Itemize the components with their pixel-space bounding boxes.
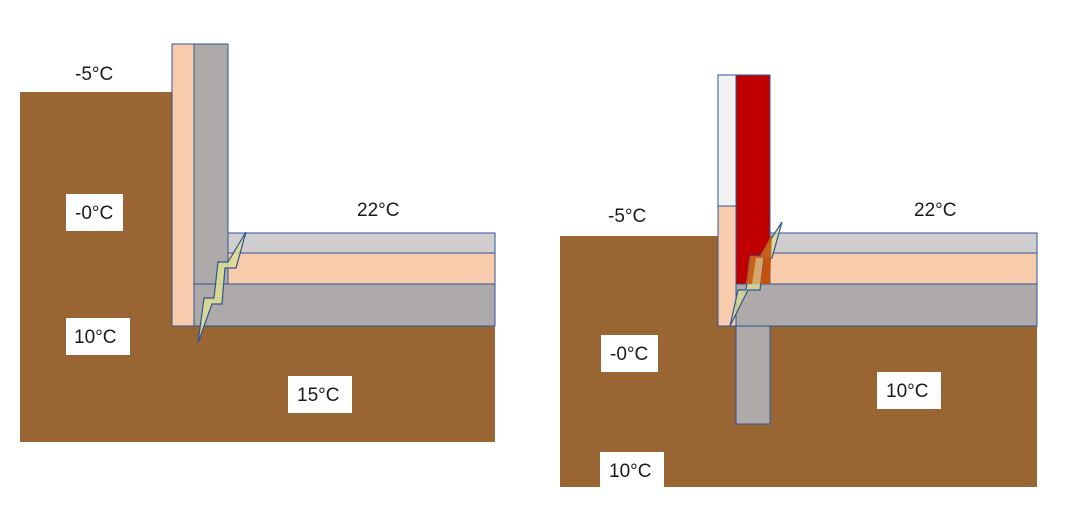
right-floor-screed <box>769 232 1038 254</box>
right-soil-top-temp-box <box>601 335 658 372</box>
right-outside-air-temp: -5°C <box>608 206 646 227</box>
right-cladding <box>717 74 737 207</box>
left-soil <box>20 92 495 442</box>
right-floor-insulation <box>769 252 1038 285</box>
right-diagram: -5°C -0°C 10°C 10°C 22°C <box>560 74 1038 489</box>
left-soil-under-temp-box <box>288 376 352 413</box>
right-thermal-bridge-bolt-hot <box>740 234 772 284</box>
right-soil-top-temp: -0°C <box>610 344 648 365</box>
left-diagram: -5°C -0°C 10°C 15°C 22°C <box>20 43 496 442</box>
left-outside-air-temp: -5°C <box>75 64 113 85</box>
left-concrete-slab <box>193 283 496 327</box>
right-wall-insulation <box>717 205 737 327</box>
right-soil-under-temp: 10°C <box>886 381 928 402</box>
right-soil-deep-temp: 10°C <box>609 461 651 482</box>
left-soil-top-temp-box <box>66 194 123 231</box>
right-soil-under-temp-box <box>877 372 941 409</box>
left-wall-insulation <box>171 43 195 327</box>
right-soil <box>560 236 1037 487</box>
right-room-temp: 22°C <box>914 200 956 221</box>
left-soil-under-temp: 15°C <box>297 385 339 406</box>
left-soil-mid-temp: 10°C <box>74 327 116 348</box>
right-foundation-column <box>735 325 771 425</box>
right-soil-deep-temp-box <box>600 452 664 489</box>
left-soil-top-temp: -0°C <box>75 203 113 224</box>
left-floor-insulation <box>227 252 496 285</box>
left-floor-screed <box>227 232 496 254</box>
left-thermal-bridge-bolt <box>197 231 247 344</box>
left-room-temp: 22°C <box>357 200 399 221</box>
left-soil-mid-temp-box <box>66 318 130 355</box>
left-concrete-wall <box>193 43 229 285</box>
right-concrete-slab <box>735 283 1038 327</box>
